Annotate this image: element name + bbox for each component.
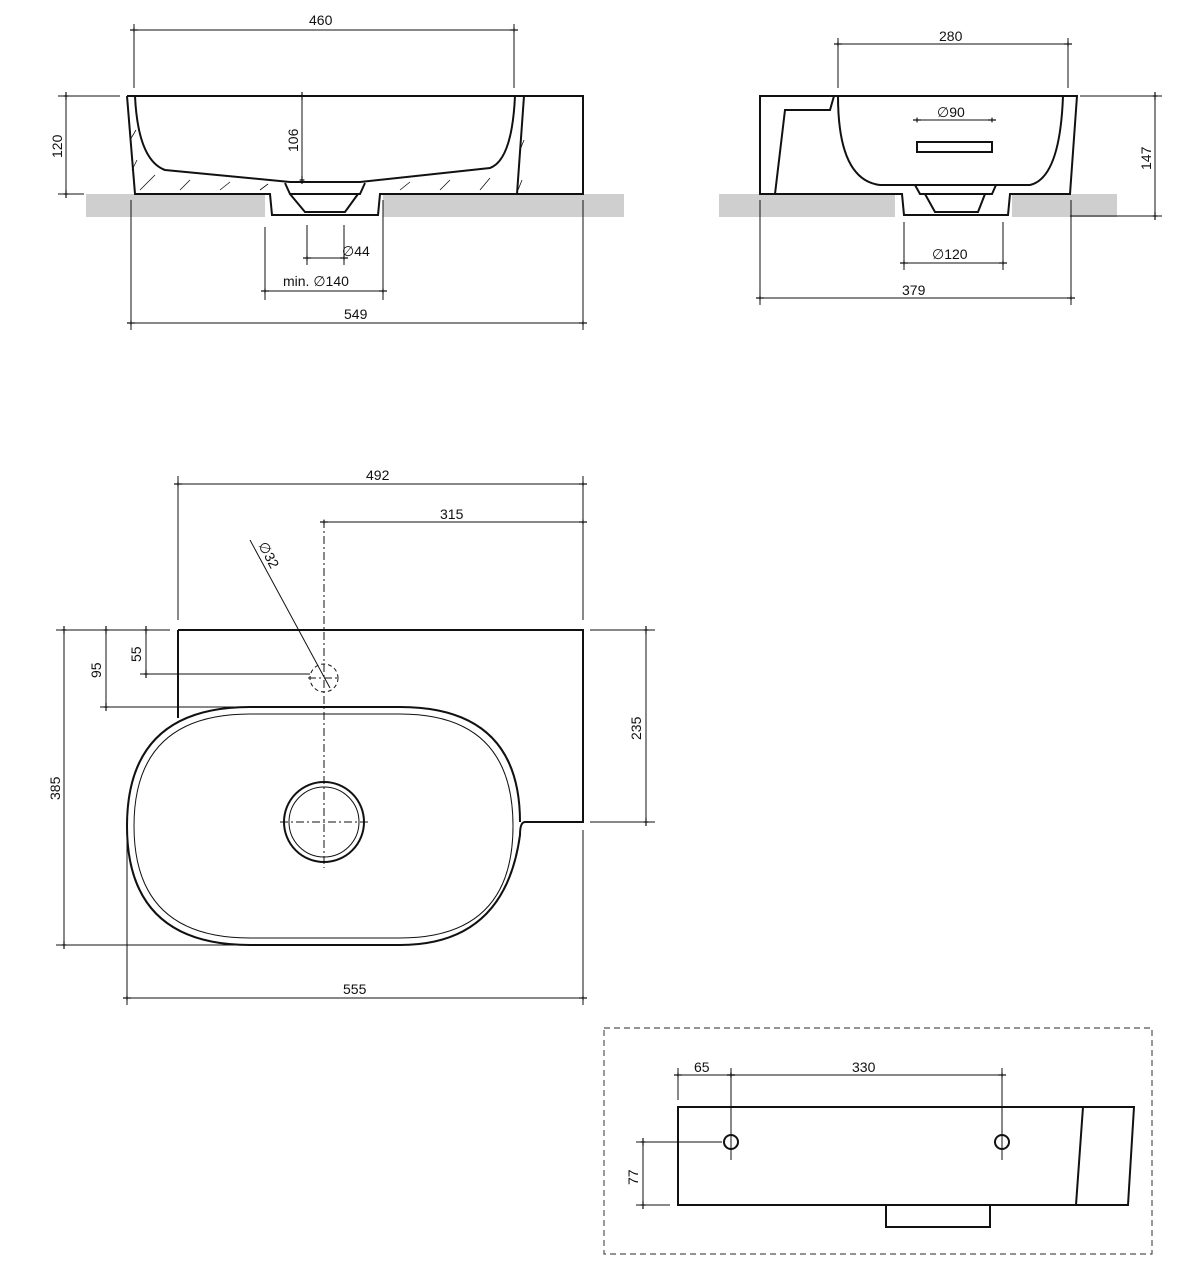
dim-385: 385 [47, 776, 63, 800]
dim-95: 95 [88, 662, 104, 678]
plan-view: 492 315 ∅32 55 95 385 235 555 [47, 467, 655, 1005]
dim-235: 235 [628, 716, 644, 740]
countertop-left [86, 194, 265, 217]
side-section-view: 280 ∅90 147 ∅120 379 [719, 28, 1162, 305]
dim-drain-120: ∅120 [932, 246, 968, 262]
dim-555: 555 [343, 981, 367, 997]
drain [284, 182, 366, 213]
dim-drain-44: ∅44 [342, 243, 370, 259]
side-bowl [837, 95, 1064, 186]
front-section-view: 460 120 106 ∅44 min. ∅140 549 [49, 12, 624, 330]
dim-77: 77 [625, 1169, 641, 1185]
dim-cutout-140: min. ∅140 [283, 273, 349, 289]
dim-315: 315 [440, 506, 464, 522]
dim-460: 460 [309, 12, 333, 28]
overflow-channel [774, 95, 835, 195]
dim-tap-32: ∅32 [255, 539, 282, 571]
bowl-rim [133, 713, 514, 939]
side-drain [914, 184, 997, 213]
dim-330: 330 [852, 1059, 876, 1075]
back-outline [677, 1106, 1136, 1228]
dim-55: 55 [128, 646, 144, 662]
basin-bowl [134, 95, 516, 183]
back-view-detail: 65 330 77 [603, 1027, 1153, 1255]
dim-379: 379 [902, 282, 926, 298]
basin-outline [126, 95, 584, 216]
dim-280: 280 [939, 28, 963, 44]
detail-frame [603, 1027, 1153, 1255]
dim-147: 147 [1138, 146, 1154, 170]
basin-plan-outline [125, 629, 584, 946]
dim-65: 65 [694, 1059, 710, 1075]
countertop-left [719, 194, 895, 217]
dim-549: 549 [344, 306, 368, 322]
countertop-right [1012, 194, 1117, 217]
overflow-slot [916, 141, 993, 153]
dim-120: 120 [49, 134, 65, 158]
countertop-right [383, 194, 624, 217]
dim-106: 106 [285, 128, 301, 152]
dim-overflow-90: ∅90 [937, 104, 965, 120]
dim-492: 492 [366, 467, 390, 483]
side-outline [759, 95, 1079, 216]
